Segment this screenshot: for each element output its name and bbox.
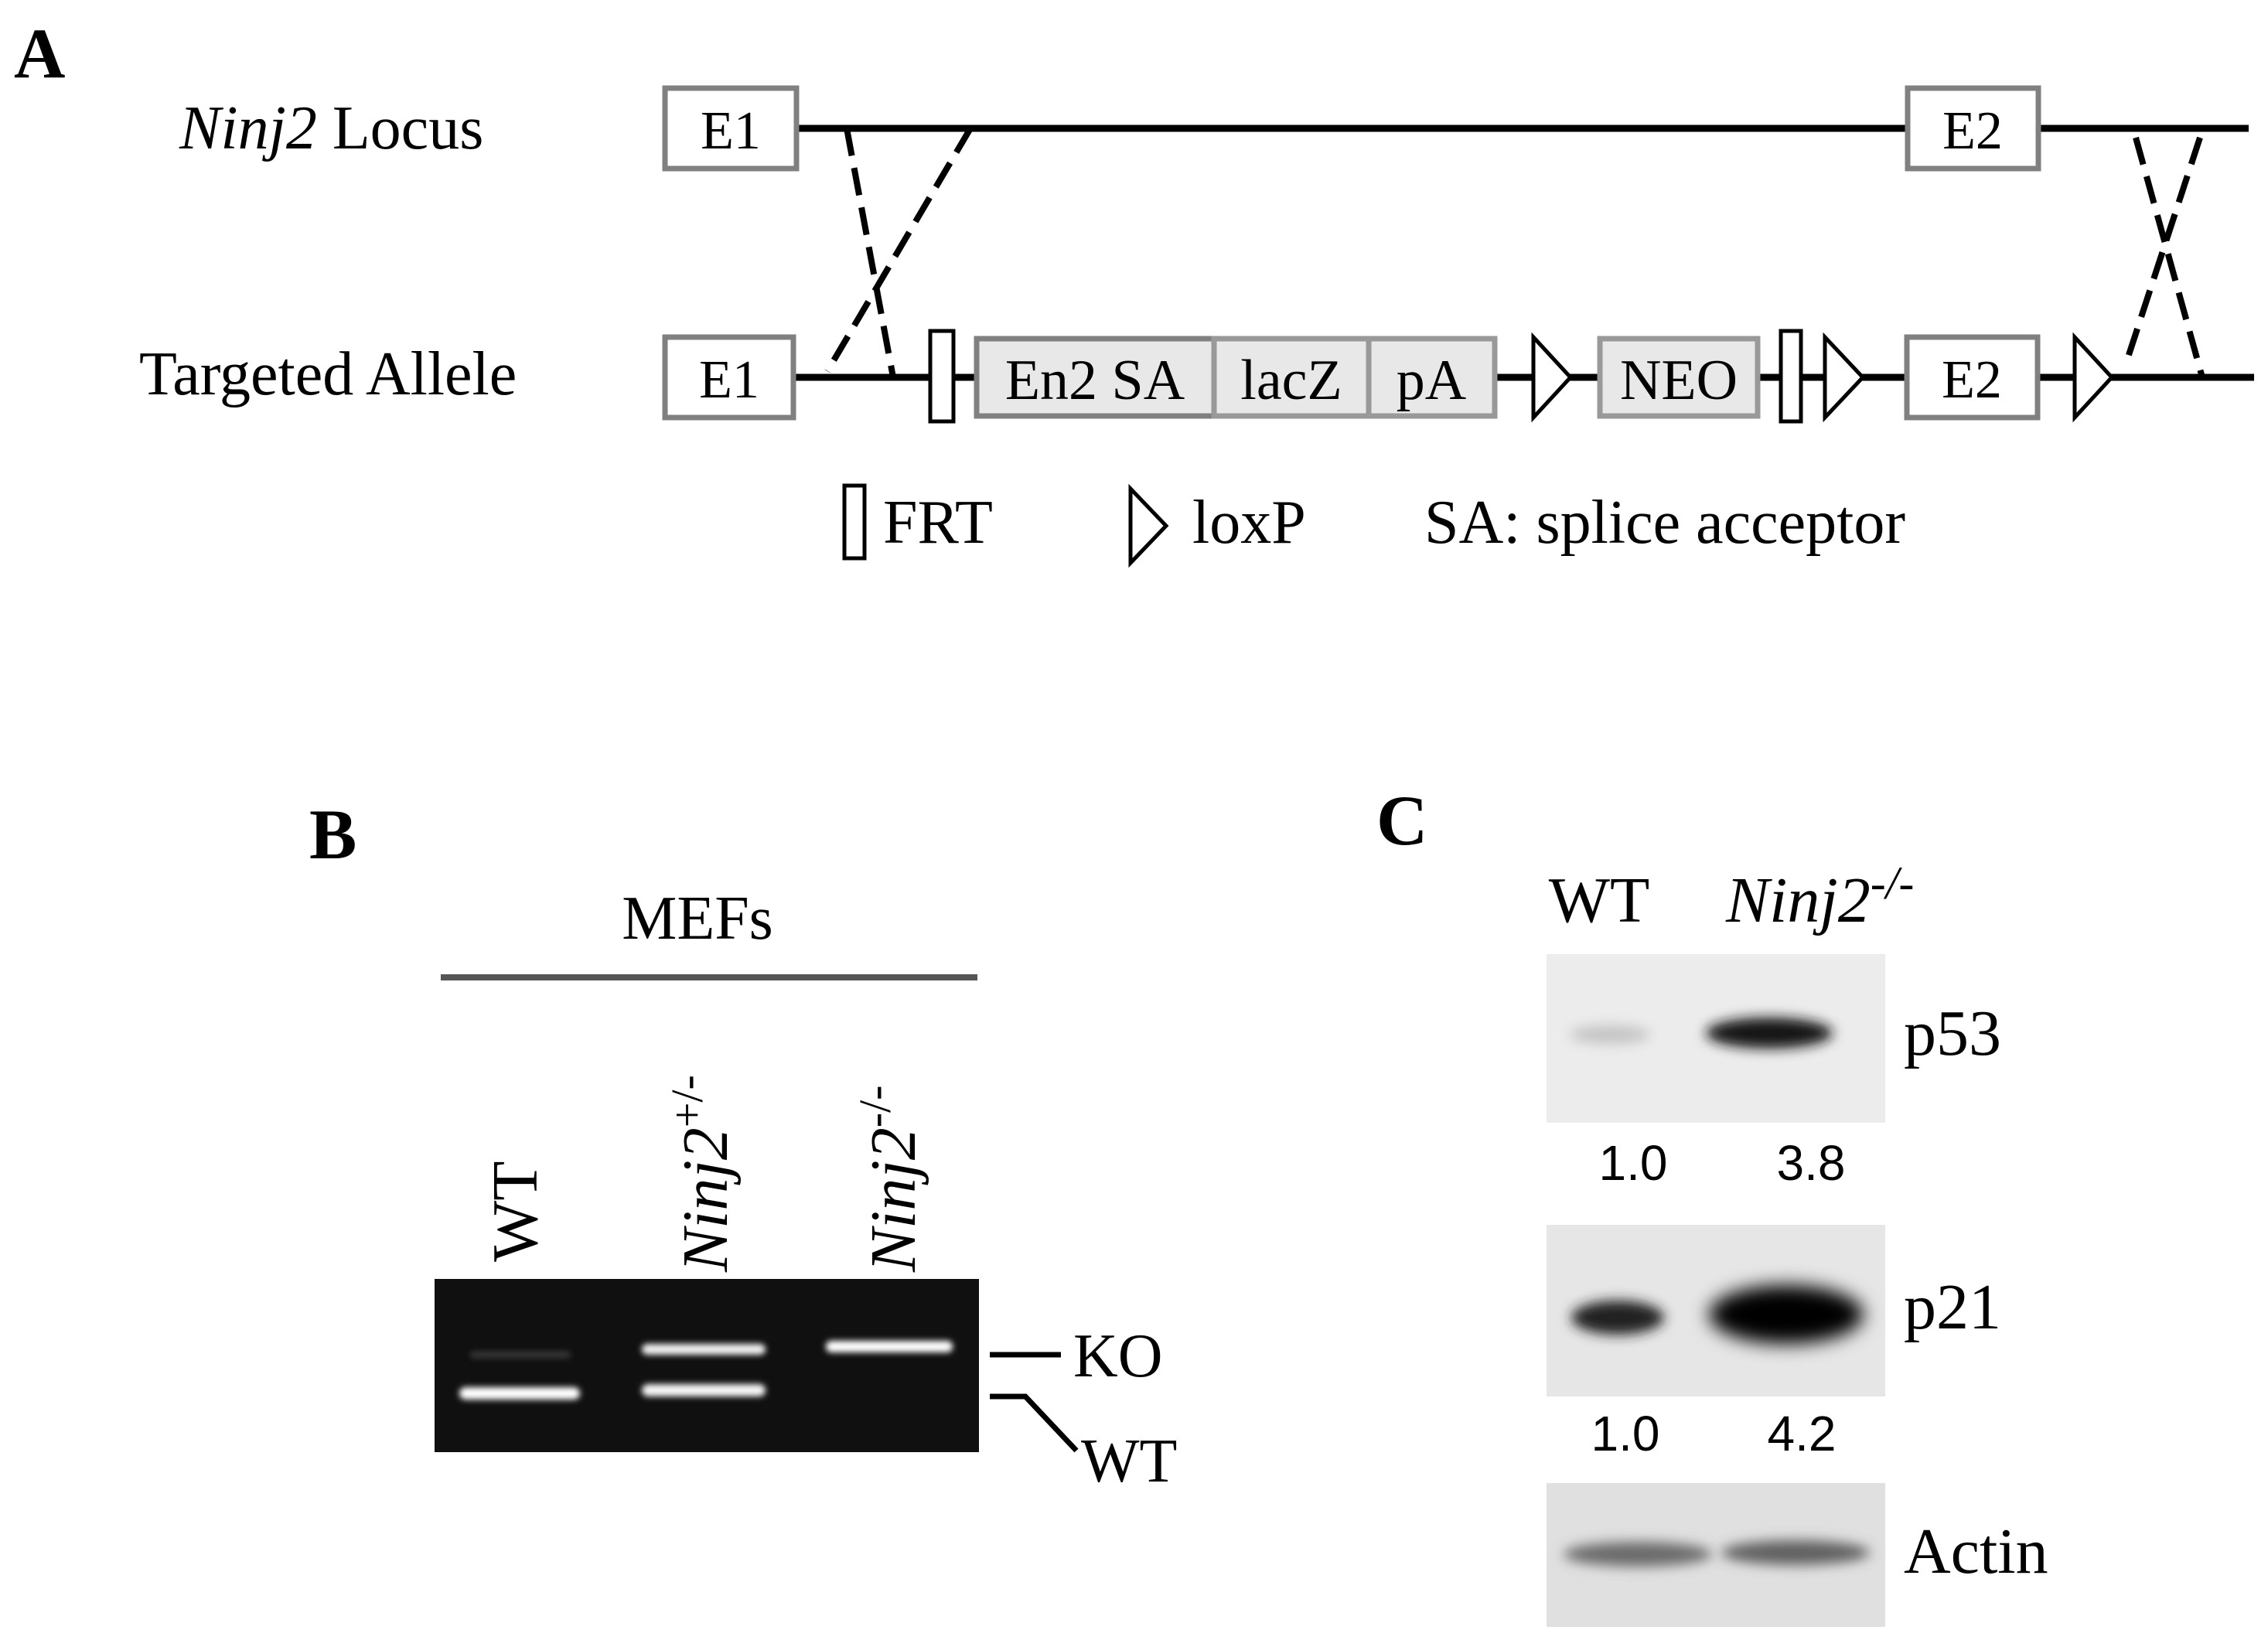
locus-exon2-box: [1905, 85, 2041, 172]
lane-label-het-gene: Ninj2: [670, 1127, 742, 1273]
p21-band-wt: [1571, 1301, 1664, 1335]
col-label-ko: Ninj2-/-: [1725, 858, 1914, 936]
neo-label: NEO: [1620, 349, 1738, 412]
pa-label: pA: [1397, 349, 1466, 412]
col-label-wt: WT: [1549, 864, 1650, 936]
p53-label: p53: [1904, 997, 2001, 1069]
p53-band-ko: [1706, 1018, 1833, 1049]
p53-quant-ko: 3.8: [1777, 1135, 1846, 1191]
locus-label-rest: Locus: [317, 94, 484, 162]
crossover-left-b: [824, 126, 974, 373]
panel-a: A Ninj2 Locus E1 E2 Targeted Allele E1 E…: [14, 14, 2254, 568]
gel-band-wt-lane2: [642, 1384, 766, 1396]
gel-band-ko-lane3: [826, 1341, 953, 1352]
locus-exon1-box: [662, 85, 800, 172]
actin-band-wt: [1564, 1542, 1712, 1567]
gel-band-ko-lane2: [642, 1344, 766, 1355]
pa-box: [1366, 336, 1498, 419]
p53-quant-wt: 1.0: [1599, 1135, 1668, 1191]
gel-band-faint-lane1: [470, 1352, 571, 1358]
p21-quant-wt: 1.0: [1591, 1406, 1660, 1461]
lane-label-wt-text: WT: [479, 1161, 551, 1262]
panel-b-letter: B: [309, 795, 356, 874]
actin-label: Actin: [1904, 1516, 2048, 1587]
lane-label-het: Ninj2+/-: [662, 1075, 742, 1273]
allele-label: Targeted Allele: [139, 340, 517, 408]
lane-label-wt: WT: [479, 1161, 551, 1262]
legend-loxp-label: loxP: [1192, 489, 1306, 557]
allele-exon2-box: [1904, 334, 2041, 421]
p21-label: p21: [1904, 1271, 2001, 1343]
crossover-right-a: [2133, 136, 2205, 379]
neo-box: [1597, 336, 1761, 419]
gel-bands: [459, 1341, 953, 1400]
lane-label-ko-sup: -/-: [850, 1086, 900, 1128]
locus-exon2-label: E2: [1942, 101, 2003, 161]
mefs-label: MEFs: [622, 885, 773, 953]
lacz-label: lacZ: [1240, 349, 1342, 412]
frt-site-2: [1779, 329, 1803, 424]
panel-c-letter: C: [1376, 781, 1427, 860]
ko-band-label: KO: [1073, 1322, 1163, 1390]
allele-exon1-box: [662, 334, 796, 421]
en2sa-label: En2 SA: [1005, 349, 1185, 412]
locus-label: Ninj2 Locus: [179, 94, 483, 162]
locus-exon1-label: E1: [701, 101, 761, 161]
wt-band-label: WT: [1081, 1427, 1177, 1495]
gel-band-wt-lane1: [459, 1387, 580, 1400]
p21-quant-ko: 4.2: [1768, 1406, 1837, 1461]
lane-label-ko: Ninj2-/-: [850, 1086, 929, 1273]
p53-band-wt: [1570, 1025, 1650, 1044]
gel-image: [435, 1279, 979, 1452]
panel-a-letter: A: [14, 14, 65, 93]
loxp-site-1: [1531, 332, 1574, 423]
panel-b: B MEFs WT Ninj2+/- Ninj2-/- KO WT: [309, 795, 1177, 1495]
crossover-left-a: [844, 128, 896, 378]
allele-exon2-label: E2: [1942, 350, 2002, 410]
p21-band-ko: [1709, 1285, 1864, 1344]
lane-label-het-sup: +/-: [662, 1075, 712, 1127]
col-label-ko-sup: -/-: [1871, 858, 1915, 909]
legend-frt-label: FRT: [883, 489, 993, 557]
loxp-site-2: [1823, 332, 1866, 423]
actin-band-ko: [1721, 1540, 1870, 1565]
legend-sa-label: SA: splice acceptor: [1424, 489, 1905, 557]
lane-label-ko-gene: Ninj2: [858, 1127, 929, 1273]
allele-exon1-label: E1: [699, 350, 759, 410]
col-label-ko-gene: Ninj2: [1725, 864, 1871, 936]
panel-c: C WT Ninj2-/- p53 1.0 3.8 p21 1.0 4.2 Ac…: [1376, 781, 2048, 1627]
loxp-site-3: [2072, 332, 2115, 423]
legend-frt-icon: [842, 483, 867, 561]
wt-marker-line: [990, 1393, 1079, 1453]
locus-label-gene: Ninj2: [179, 94, 317, 162]
frt-site-1: [928, 329, 956, 424]
crossover-right-b: [2125, 136, 2203, 359]
legend-loxp-icon: [1128, 483, 1169, 568]
